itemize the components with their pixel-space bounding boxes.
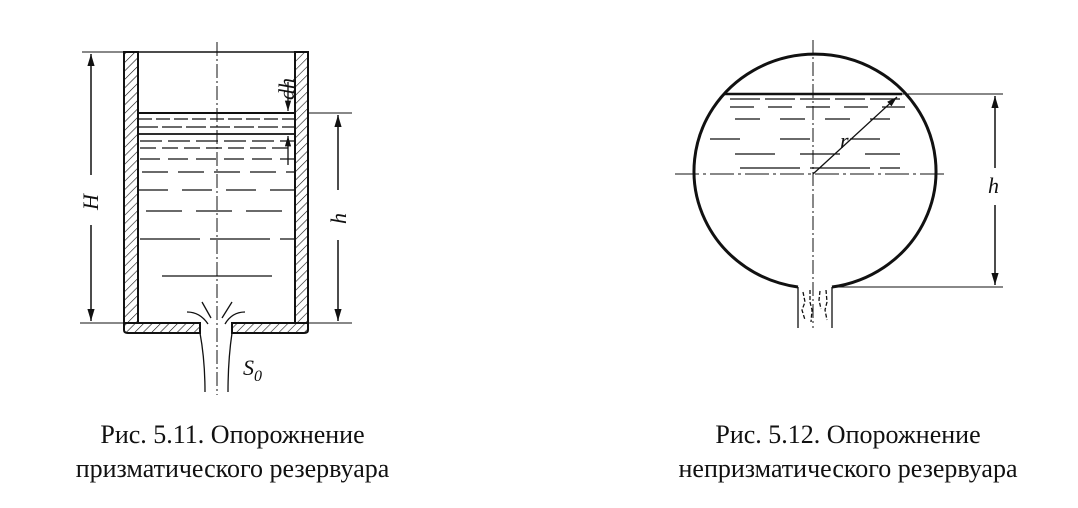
- label-h: h: [326, 213, 351, 224]
- water: [138, 112, 295, 277]
- label-h-2: h: [988, 173, 999, 198]
- label-r: r: [840, 128, 849, 153]
- tank-bottom: [123, 322, 309, 334]
- caption-2-line-1: Рис. 5.12. Опорожнение: [715, 420, 981, 449]
- caption-2-line-2: непризматического резервуара: [678, 454, 1018, 483]
- label-S0: S0: [243, 355, 262, 385]
- sphere-shell: [692, 52, 938, 289]
- spherical-tank-figure: [675, 40, 1003, 328]
- water: [710, 98, 920, 169]
- figure-caption-2: Рис. 5.12. Опорожнение непризматического…: [628, 418, 1068, 486]
- caption-1-line-1: Рис. 5.11. Опорожнение: [100, 420, 365, 449]
- caption-1-line-2: призматического резервуара: [75, 454, 390, 483]
- label-H: H: [78, 193, 103, 211]
- prismatic-tank-figure: [80, 42, 352, 395]
- figure-caption-1: Рис. 5.11. Опорожнение призматического р…: [20, 418, 445, 486]
- outflow-jet-2: [797, 287, 833, 328]
- radius-arrow: [812, 96, 898, 175]
- tank-left-wall: [123, 51, 139, 324]
- outflow-jet: [186, 301, 246, 393]
- label-dh: dh: [274, 78, 299, 100]
